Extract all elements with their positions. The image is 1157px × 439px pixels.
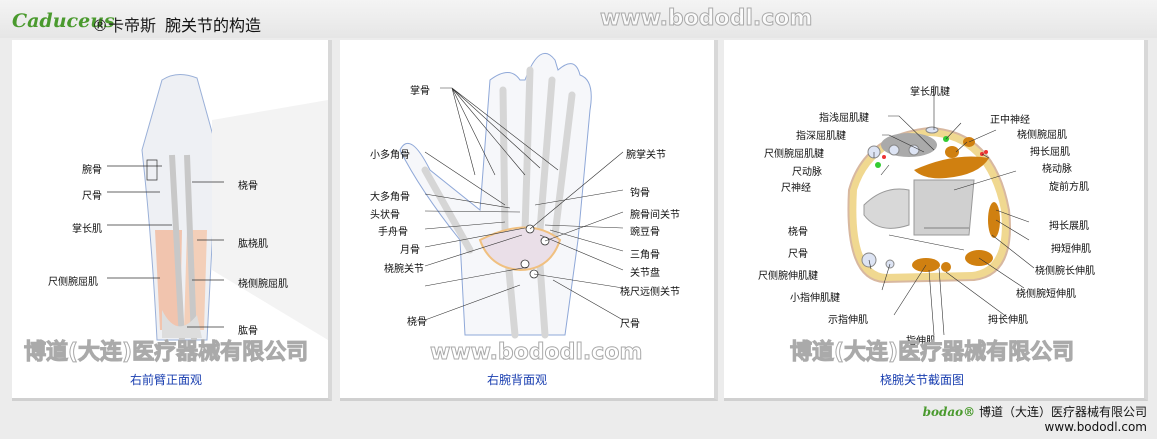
label-scaphoid: 手舟骨 [378,227,408,238]
label-brachioradialis: 肱桡肌 [238,239,268,250]
label-pisiform: 豌豆骨 [630,227,660,238]
label-apl: 拇长展肌 [1049,221,1089,232]
label-fdp-tendon: 指深屈肌腱 [796,131,846,142]
label-ecu-tendon: 尺侧腕伸肌腱 [758,271,818,282]
caduceus-logo: Caduceus [12,10,115,32]
label-triquetrum: 三角骨 [630,250,660,261]
label-pronator-quadratus: 旋前方肌 [1049,182,1089,193]
label-edm-tendon: 小指伸肌腱 [790,293,840,304]
wrist-illustration [399,52,624,339]
label-epl: 拇长伸肌 [988,315,1028,326]
label-median-nerve: 正中神经 [990,115,1030,126]
label-palmaris-longus-tendon: 掌长肌腱 [910,87,950,98]
brand-name: ®卡帝斯 [92,16,157,35]
label-ulnar-artery: 尺动脉 [792,167,822,178]
bodao-logo: bodao® [922,405,976,419]
label-ulna: 尺骨 [620,319,640,330]
label-radius: 桡骨 [407,317,427,328]
label-ecrl: 桡侧腕长伸肌 [1035,266,1095,277]
label-fcu: 尺侧腕屈肌 [48,277,98,288]
label-ecrb: 桡侧腕短伸肌 [1016,289,1076,300]
cross-section-illustration [847,85,1035,336]
label-carpal: 腕骨 [82,165,102,176]
label-fcr: 桡侧腕屈肌 [1017,130,1067,141]
watermark-url-2: www.bododl.com [599,6,813,31]
panel-forearm-front: 腕骨 尺骨 掌长肌 尺侧腕屈肌 桡骨 肱桡肌 桡侧腕屈肌 肱骨 右前臂正面观 [12,40,332,401]
caption-wrist: 右腕背面观 [487,373,548,387]
label-articular-disc: 关节盘 [630,268,660,279]
page-title: 腕关节的构造 [165,16,262,35]
footer-url[interactable]: www.bododl.com [1044,420,1147,434]
label-humerus: 肱骨 [238,326,258,337]
label-ulnar-nerve: 尺神经 [781,183,811,194]
label-epb: 拇短伸肌 [1051,244,1091,255]
label-trapezoid: 小多角骨 [370,150,410,161]
label-capitate: 头状骨 [370,210,400,221]
label-palmaris-longus: 掌长肌 [72,224,102,235]
footer-company: 博道（大连）医疗器械有限公司 [978,405,1147,419]
watermark-url: www.bododl.com [429,340,643,365]
label-fpl: 拇长屈肌 [1030,147,1070,158]
label-druj: 桡尺远侧关节 [620,287,680,298]
label-hamate: 钩骨 [630,188,650,199]
label-ulna: 尺骨 [82,191,102,202]
caption-forearm: 右前臂正面观 [130,373,203,387]
caption-cross-section: 桡腕关节截面图 [880,373,965,387]
label-radius: 桡骨 [238,181,258,192]
watermark-company: 博道(大连)医疗器械有限公司 [23,340,309,365]
label-fds-tendon: 指浅屈肌腱 [819,113,869,124]
label-trapezium: 大多角骨 [370,192,410,203]
label-cmc-joint: 腕掌关节 [626,150,666,161]
label-radiocarpal-joint: 桡腕关节 [384,264,424,275]
label-ulna: 尺骨 [788,249,808,260]
label-radius: 桡骨 [788,227,808,238]
label-metacarpals: 掌骨 [410,86,430,97]
label-extensor-digitorum: 指伸肌 [906,336,936,347]
watermark-company-2: 博道(大连)医疗器械有限公司 [789,340,1075,365]
panel-cross-section: 掌长肌腱 指浅屈肌腱 指深屈肌腱 尺侧腕屈肌腱 尺动脉 尺神经 桡骨 尺骨 尺侧… [724,40,1148,401]
label-extensor-indicis: 示指伸肌 [828,315,868,326]
label-intercarpal-joint: 腕骨间关节 [630,210,680,221]
label-lunate: 月骨 [400,245,420,256]
label-fcu-tendon: 尺侧腕屈肌腱 [764,149,824,160]
label-radial-artery: 桡动脉 [1042,164,1072,175]
label-fcr: 桡侧腕屈肌 [238,279,288,290]
forearm-illustration [107,74,328,341]
footer-company-line: bodao® 博道（大连）医疗器械有限公司 [923,403,1147,420]
panel-wrist-dorsal: 掌骨 小多角骨 大多角骨 头状骨 手舟骨 月骨 桡腕关节 桡骨 腕掌关节 钩骨 … [340,40,718,401]
header: Caduceus ®卡帝斯 腕关节的构造 [0,0,1157,38]
